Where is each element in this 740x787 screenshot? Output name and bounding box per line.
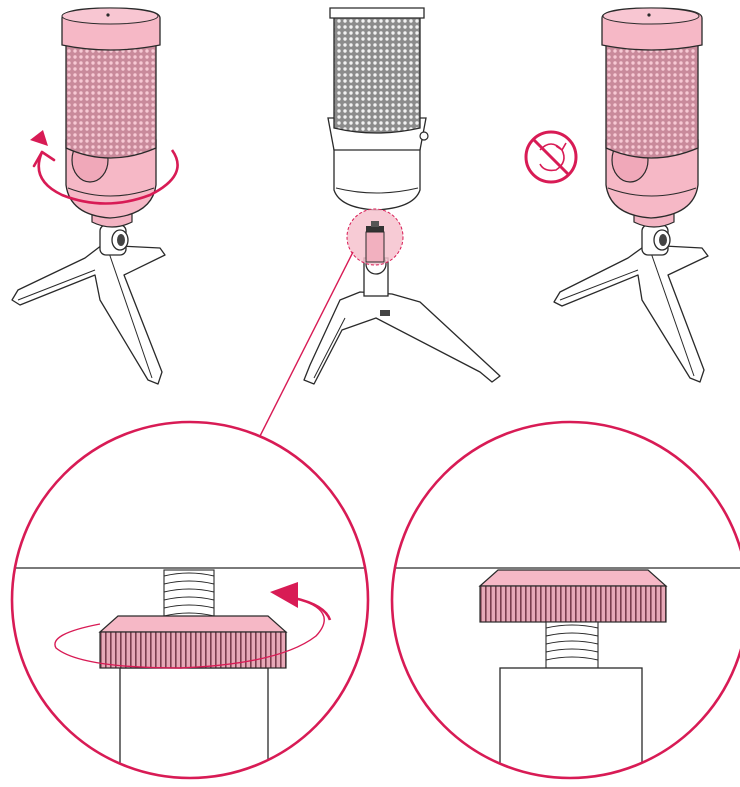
knurled-knob-icon	[478, 569, 668, 623]
no-rotate-icon	[524, 130, 578, 184]
zoom-callout-icon	[346, 208, 404, 266]
screw-thread-icon	[545, 621, 599, 669]
knob-loosen-detail	[10, 420, 370, 780]
mic-rotate-panel	[11, 7, 179, 385]
rotate-arrow-icon	[30, 130, 179, 205]
mic-reference-panel	[257, 7, 501, 441]
rotate-arrow-icon	[54, 582, 332, 669]
mic-no-rotate-panel	[524, 7, 709, 383]
screw-thread-icon	[163, 569, 215, 619]
knob-tightened-detail	[390, 420, 740, 780]
knurled-knob-icon	[98, 615, 288, 669]
callout-connector-line	[257, 251, 354, 441]
